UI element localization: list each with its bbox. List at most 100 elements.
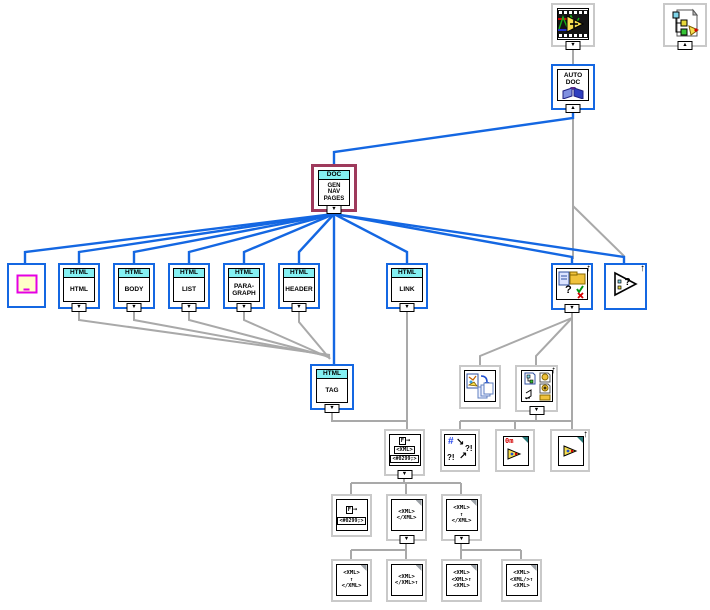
- num-convert-node[interactable]: # ↘ ?! ?! ↗: [440, 429, 480, 472]
- icon-header: HTML: [284, 269, 314, 278]
- xml-leaf-3-node[interactable]: <XML><XML>↑<XML>: [441, 559, 482, 602]
- main-vi-node[interactable]: ▼: [551, 3, 595, 50]
- icon-text: TAG: [325, 387, 339, 394]
- html-list-node[interactable]: HTML LIST ▼: [168, 263, 210, 312]
- filmstrip-vi-icon: [557, 8, 589, 40]
- icon-text: 0m: [505, 437, 514, 445]
- triangle-down-icon: ▼: [570, 42, 576, 48]
- collapse-children-button[interactable]: ▼: [291, 303, 307, 312]
- open-vi-node[interactable]: 0m: [495, 429, 535, 472]
- collapse-children-button[interactable]: ▼: [565, 41, 581, 50]
- collapse-children-button[interactable]: ▼: [564, 304, 580, 313]
- collapse-children-button[interactable]: ▼: [399, 535, 414, 544]
- icon-text: </XML>: [396, 515, 417, 521]
- show-parents-button[interactable]: ▲: [677, 41, 693, 50]
- collapse-children-button[interactable]: ▼: [71, 303, 87, 312]
- icon-text: ↑: [349, 576, 354, 583]
- collapse-children-button[interactable]: ▼: [181, 303, 197, 312]
- xml-leaf-1-node[interactable]: <XML>↑</XML>: [331, 559, 372, 602]
- icon-text: #: [448, 436, 454, 447]
- icon-text: DOC: [326, 171, 342, 178]
- collapse-children-button[interactable]: ▼: [454, 535, 469, 544]
- xml-open-close-up-node[interactable]: <XML>↑</XML>▼: [441, 494, 482, 544]
- selected-link-line: [23, 212, 335, 263]
- xml-leaf-2-node[interactable]: <XML></XML>↑: [386, 559, 427, 602]
- link-line: [243, 312, 331, 359]
- icon-text: ?: [565, 284, 572, 296]
- link-line: [479, 317, 573, 365]
- icon-text: DOC: [565, 79, 581, 86]
- file-folder-check-node[interactable]: ? ↑ ▼: [551, 263, 593, 313]
- icon-header: HTML: [229, 269, 259, 278]
- link-line: [78, 312, 331, 356]
- hier-docs-node[interactable]: ↑▼: [515, 365, 558, 415]
- icon-header: HTML: [174, 269, 204, 278]
- xml-escape-icon: F→ <XML> <#0299;>: [388, 434, 421, 466]
- doc-tree-vi-node[interactable]: ▲: [663, 3, 707, 50]
- icon-text: HTML: [179, 269, 199, 276]
- collapse-children-button[interactable]: ▼: [126, 303, 142, 312]
- collapse-children-button[interactable]: ▼: [324, 404, 340, 413]
- triangle-down-icon: ▼: [401, 471, 408, 477]
- show-parents-button[interactable]: ▲: [565, 104, 581, 113]
- icon-text: ?: [624, 277, 631, 288]
- doc-vi-node[interactable]: ↑: [550, 429, 590, 472]
- collapse-children-button[interactable]: ▼: [397, 470, 412, 479]
- icon-text: HTML: [124, 269, 144, 276]
- triangle-down-icon: ▼: [241, 304, 247, 310]
- selected-link-line: [333, 212, 409, 263]
- labelled-vi-icon: HTML PARA-GRAPH: [228, 268, 260, 302]
- triangle-down-icon: ▼: [296, 304, 302, 310]
- icon-text: AUTO: [563, 72, 583, 79]
- triangle-down-icon: ▼: [331, 206, 337, 212]
- xml-open-close-node[interactable]: <XML></XML> ▼: [386, 494, 427, 544]
- labelled-vi-icon: HTML LINK: [391, 268, 423, 302]
- collapse-children-button[interactable]: ▼: [326, 205, 342, 214]
- icon-text: NAV: [327, 189, 341, 196]
- xml-leaf-4-node[interactable]: <XML><XML/>↑<XML>: [501, 559, 542, 602]
- vi-ref-node[interactable]: ?↑: [604, 263, 647, 310]
- icon-text: HTML: [69, 269, 89, 276]
- labelled-vi-icon: HTML TAG: [316, 369, 348, 403]
- arrow-down-right-icon: ↘: [456, 437, 465, 448]
- icon-text: </XML>↑: [394, 580, 419, 586]
- xml-tag-icon: <XML></XML>↑: [390, 564, 423, 596]
- collapse-children-button[interactable]: ▼: [399, 303, 415, 312]
- html-tag-node[interactable]: HTML TAG ▼: [310, 364, 354, 413]
- dialog-vi-node[interactable]: [7, 263, 46, 308]
- icon-text: GRAPH: [232, 289, 256, 297]
- link-line: [133, 312, 331, 357]
- icon-text: ?!: [447, 453, 455, 462]
- html-paragraph-node[interactable]: HTML PARA-GRAPH ▼: [223, 263, 265, 312]
- link-line: [572, 205, 625, 263]
- html-body-node[interactable]: HTML BODY ▼: [113, 263, 155, 312]
- icon-text: LIST: [181, 286, 197, 293]
- icon-header: HTML: [119, 269, 149, 278]
- more-callers-icon: ↑: [586, 263, 591, 274]
- html-header-node[interactable]: HTML HEADER ▼: [278, 263, 320, 312]
- icon-text: ?!: [465, 444, 473, 453]
- more-callers-icon: ↑: [640, 263, 645, 274]
- copy-pages-icon: [464, 370, 496, 402]
- html-html-node[interactable]: HTML HTML ▼: [58, 263, 100, 312]
- f-escape-node[interactable]: F→ <#0299;>: [331, 494, 372, 537]
- selected-link-line: [242, 212, 335, 263]
- icon-text: <XML>: [398, 508, 415, 515]
- copy-pages-node[interactable]: [459, 365, 501, 409]
- collapse-children-button[interactable]: ▼: [236, 303, 252, 312]
- icon-text: <#0299;>: [337, 516, 366, 525]
- triangle-down-icon: ▼: [186, 304, 192, 310]
- xml-tag-icon: <XML>↑</XML>: [335, 564, 368, 596]
- html-link-node[interactable]: HTML LINK ▼: [386, 263, 428, 312]
- xml-escape-node[interactable]: F→ <XML> <#0299;> ▼: [384, 429, 425, 479]
- triangle-up-icon: ▲: [682, 42, 688, 48]
- collapse-children-button[interactable]: ▼: [529, 406, 544, 415]
- icon-text: <XML>↑: [451, 576, 472, 583]
- icon-text: HTML: [289, 269, 309, 276]
- icon-text: <XML>: [453, 583, 470, 590]
- icon-text: <XML>: [453, 505, 470, 512]
